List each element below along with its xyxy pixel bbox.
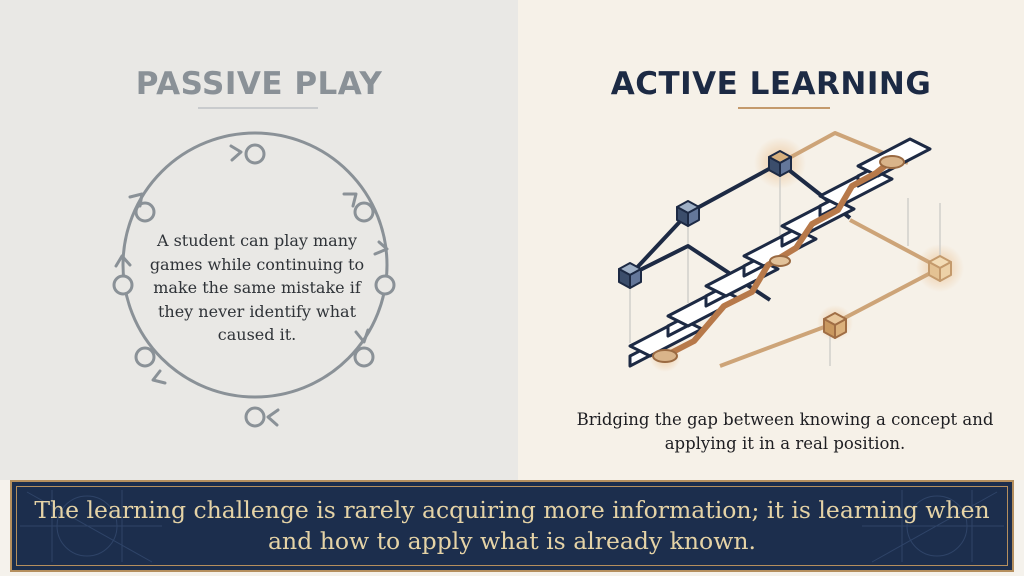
- circular-arrows-icon: [112, 131, 396, 428]
- active-learning-caption: Bridging the gap between knowing a conce…: [576, 410, 994, 453]
- node-cube-2: [676, 200, 700, 227]
- isometric-stairs-network-icon: [618, 131, 964, 372]
- node-cube-3: [768, 150, 792, 177]
- node-cube-4: [928, 255, 952, 282]
- passive-play-underline: [198, 107, 318, 109]
- node-cube-5: [823, 312, 847, 339]
- passive-play-text: A student can play many games while cont…: [149, 231, 365, 344]
- quote-banner: The learning challenge is rarely acquiri…: [10, 480, 1014, 572]
- banner-quote: The learning challenge is rarely acquiri…: [34, 496, 990, 555]
- learning-path: [662, 159, 893, 359]
- banner-decoration: [20, 490, 1004, 563]
- active-learning-heading: ACTIVE LEARNING: [610, 66, 932, 102]
- node-cube-1: [618, 262, 642, 289]
- passive-play-panel: [0, 0, 518, 480]
- passive-play-heading: PASSIVE PLAY: [135, 66, 383, 102]
- active-learning-underline: [738, 107, 830, 109]
